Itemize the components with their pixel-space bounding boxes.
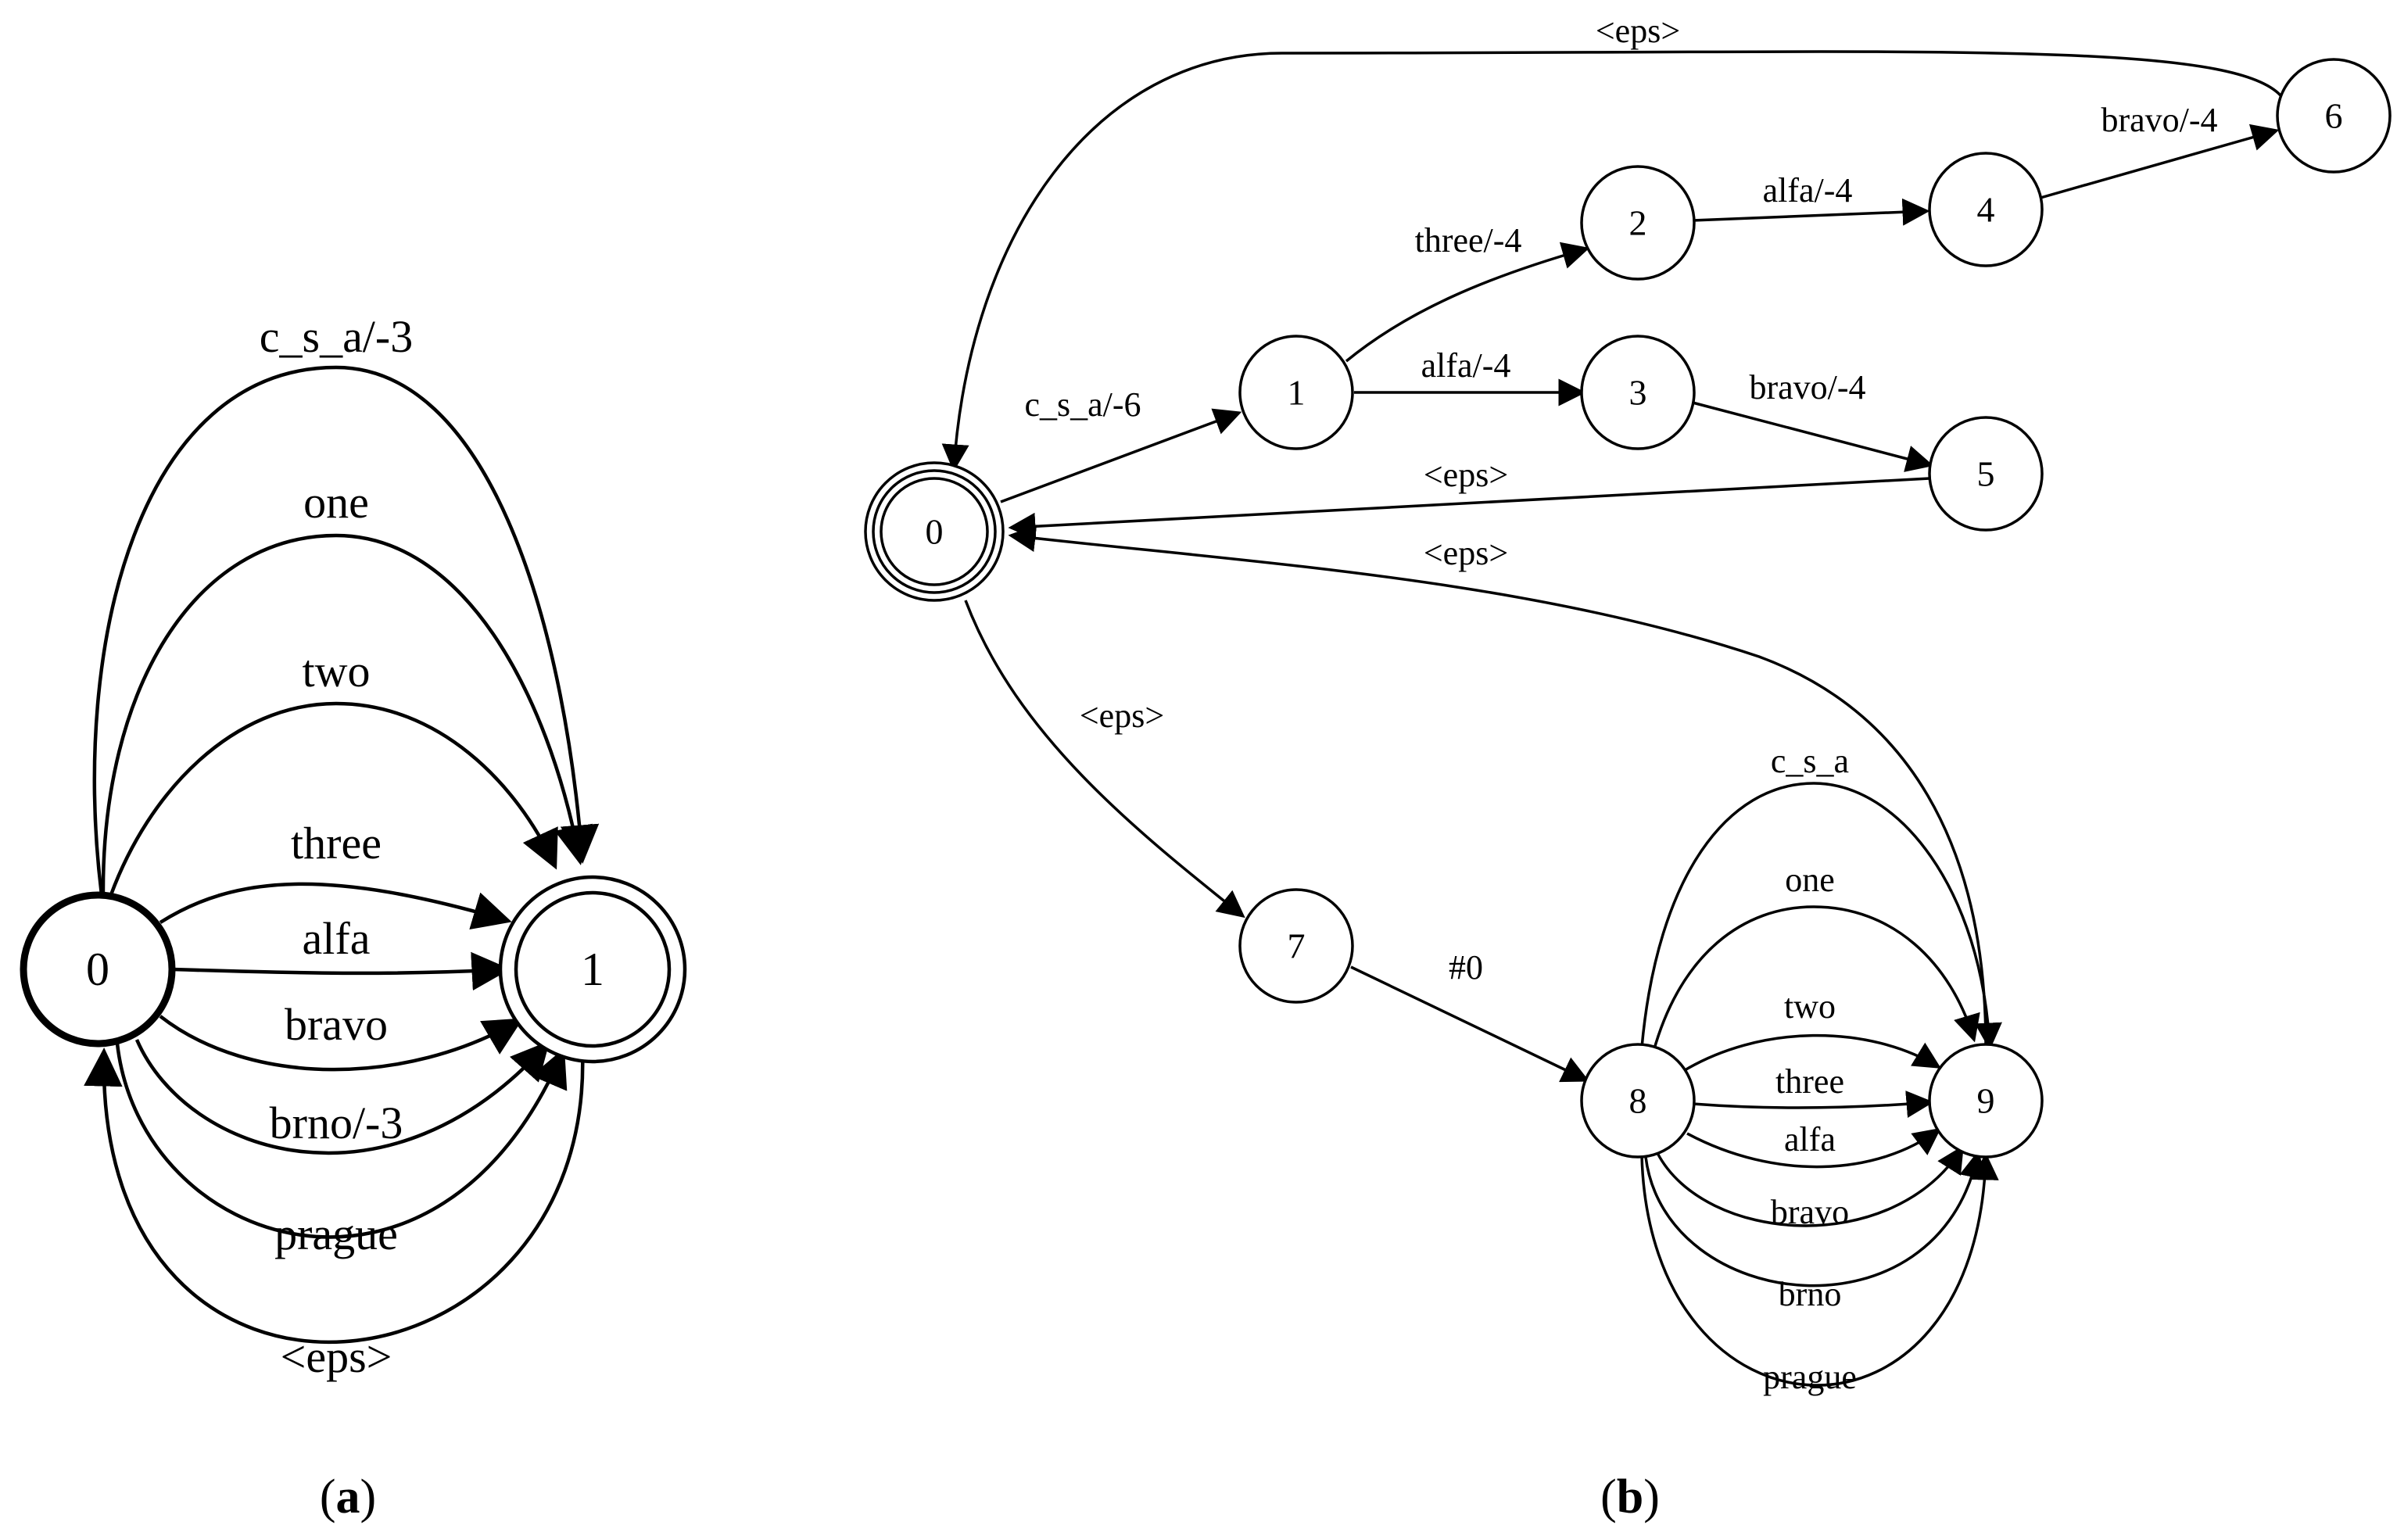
edge-b-7-8: [1350, 965, 1590, 1083]
caption-b-close: ): [1643, 1470, 1660, 1524]
caption-a-open: (: [320, 1470, 336, 1524]
edge-label-b-8-9-c_s_a: c_s_a: [1771, 742, 1849, 780]
edge-b-0-7: [964, 600, 1245, 919]
edge-label-b-8-9-brno: brno: [1779, 1275, 1842, 1313]
edge-a-0-1-three: [159, 882, 512, 930]
caption-b: (b): [1600, 1470, 1660, 1524]
node-b-1: 1: [1238, 335, 1354, 450]
edge-label-b-2-4: alfa/-4: [1763, 171, 1853, 210]
edge-label-b-8-9-bravo: bravo: [1771, 1193, 1849, 1231]
edge-b-8-9-one: [1652, 905, 1980, 1052]
edge-label-b-5-0: <eps>: [1424, 456, 1508, 494]
node-label-b-1: 1: [1288, 373, 1306, 413]
edge-label-b-0-1: c_s_a/-6: [1024, 385, 1141, 424]
node-label-b-5: 5: [1977, 454, 1995, 494]
node-b-7: 7: [1238, 888, 1354, 1004]
edge-label-b-1-2: three/-4: [1415, 221, 1522, 260]
edge-label-b-7-8: #0: [1449, 948, 1483, 987]
edge-b-1-2: [1345, 242, 1590, 363]
node-b-2: 2: [1580, 165, 1696, 281]
node-b-3: 3: [1580, 335, 1696, 450]
edge-label-a-bravo: bravo: [285, 999, 388, 1050]
node-label-b-8: 8: [1629, 1081, 1647, 1121]
edge-b-3-5: [1692, 401, 1934, 472]
edge-label-a-eps: <eps>: [281, 1331, 392, 1382]
edge-a-0-1-bravo: [159, 1015, 524, 1072]
edge-label-a-three: three: [291, 818, 382, 868]
edge-b-8-9-brno: [1644, 1150, 1987, 1288]
edge-b-0-1: [1000, 408, 1242, 503]
edge-label-b-9-0: <eps>: [1424, 534, 1508, 572]
edge-label-b-8-9-two: two: [1784, 987, 1836, 1026]
node-label-b-7: 7: [1288, 926, 1306, 966]
caption-a-close: ): [360, 1470, 377, 1524]
edge-label-b-8-9-three: three: [1775, 1062, 1844, 1101]
edge-label-b-8-9-one: one: [1785, 861, 1835, 899]
edge-b-2-4: [1692, 198, 1930, 226]
edge-a-0-1-alfa: [171, 951, 511, 991]
edge-label-b-4-6: bravo/-4: [2101, 101, 2217, 139]
caption-b-letter: b: [1617, 1470, 1643, 1524]
edge-label-b-3-5: bravo/-4: [1749, 368, 1865, 406]
node-label-b-9: 9: [1977, 1081, 1995, 1121]
node-label-b-4: 4: [1977, 190, 1995, 230]
caption-b-open: (: [1600, 1470, 1617, 1524]
edge-label-a-brno: brno/-3: [270, 1098, 403, 1148]
node-b-9: 9: [1928, 1043, 2044, 1159]
node-b-8: 8: [1580, 1043, 1696, 1159]
edge-a-0-1-brno: [134, 1039, 550, 1155]
caption-a: (a): [320, 1470, 376, 1524]
diagram-b: c_s_a/-6 three/-4 alfa/-4 alfa/-4 bravo/…: [864, 12, 2392, 1524]
edge-b-9-0: [1008, 525, 1987, 1047]
edge-a-0-1-c_s_a: [92, 365, 600, 896]
edge-b-8-9-prague: [1640, 1152, 1999, 1387]
edge-label-b-8-9-prague: prague: [1763, 1358, 1857, 1396]
node-b-0: 0: [864, 461, 1005, 602]
edge-b-8-9-bravo: [1656, 1145, 1964, 1227]
edge-b-6-0: [941, 50, 2282, 472]
edge-label-a-two: two: [303, 646, 371, 697]
edge-b-8-9-alfa: [1686, 1127, 1941, 1169]
edge-label-b-8-9-alfa: alfa: [1784, 1120, 1836, 1159]
node-label-a-1: 1: [581, 944, 604, 995]
node-a-0: 0: [20, 891, 176, 1048]
node-label-a-0: 0: [86, 944, 109, 995]
diagram-a: c_s_a/-3 one two three alfa bravo brno/-…: [20, 311, 687, 1524]
edge-label-a-prague: prague: [274, 1209, 398, 1259]
node-label-b-2: 2: [1629, 203, 1647, 243]
edge-a-0-1-two: [107, 701, 558, 900]
edge-label-b-1-3: alfa/-4: [1421, 346, 1511, 385]
node-b-4: 4: [1928, 152, 2044, 267]
node-label-b-6: 6: [2325, 96, 2343, 136]
edge-a-0-1-prague: [115, 1043, 568, 1239]
edge-b-5-0: [1008, 477, 1930, 540]
node-b-5: 5: [1928, 416, 2044, 532]
edge-b-4-6: [2040, 124, 2280, 199]
node-a-1: 1: [498, 875, 687, 1064]
edge-label-b-6-0: <eps>: [1596, 12, 1680, 50]
edge-label-b-0-7: <eps>: [1080, 697, 1164, 735]
caption-a-letter: a: [336, 1470, 360, 1524]
edge-label-a-c_s_a: c_s_a/-3: [260, 311, 414, 362]
node-label-b-3: 3: [1629, 373, 1647, 413]
node-b-6: 6: [2276, 58, 2392, 174]
edge-b-8-9-three: [1692, 1091, 1934, 1118]
edge-label-a-one: one: [303, 477, 369, 528]
edge-b-8-9-two: [1680, 1033, 1941, 1074]
edge-a-1-0-eps: [84, 1048, 585, 1345]
edge-a-0-1-one: [101, 533, 593, 896]
edge-b-8-9-c_s_a: [1640, 782, 2002, 1051]
node-label-b-0: 0: [926, 512, 944, 552]
edge-label-a-alfa: alfa: [303, 913, 371, 964]
